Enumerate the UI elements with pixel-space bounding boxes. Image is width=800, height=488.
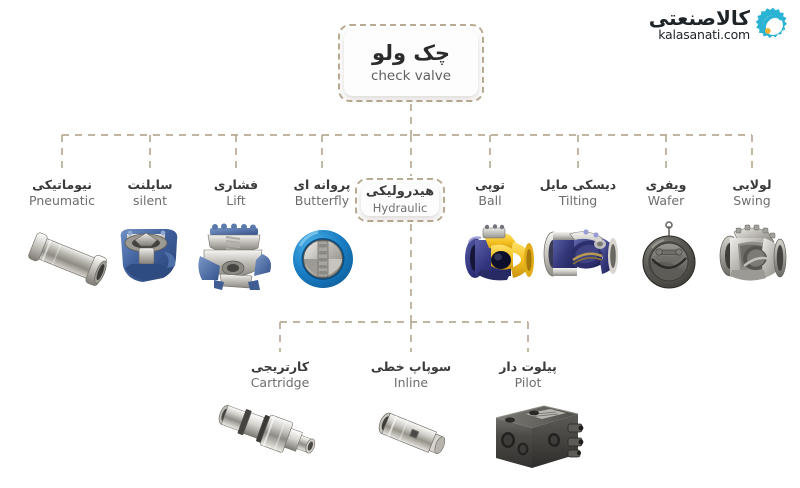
node-lift-label-fa: فشاری	[213, 177, 259, 192]
node-hydraulic-label-fa: هیدرولیکی	[365, 184, 435, 200]
node-wafer[interactable]: ویفری Wafer	[624, 177, 708, 209]
node-pneumatic-label-en: Pneumatic	[29, 193, 95, 209]
node-cartridge-label-en: Cartridge	[250, 375, 310, 391]
node-hydraulic[interactable]: هیدرولیکی Hydraulic	[355, 178, 445, 222]
inline-check-valve-image	[372, 408, 452, 460]
node-inline[interactable]: سوپاپ خطی Inline	[356, 359, 466, 391]
cartridge-check-valve-image	[210, 400, 328, 462]
pneumatic-check-valve-image	[22, 228, 114, 290]
node-ball-label-en: Ball	[478, 193, 502, 209]
node-lift-label-en: Lift	[226, 193, 246, 209]
root-label-fa: چک ولو	[371, 41, 451, 66]
node-cartridge[interactable]: کارتریجی Cartridge	[228, 359, 332, 391]
node-silent-label-fa: سایلنت	[127, 177, 173, 192]
node-silent-label-en: silent	[133, 193, 167, 209]
node-butterfly-label-en: Butterfly	[294, 193, 350, 209]
node-tilting-label-fa: دیسکی مایل	[539, 177, 617, 192]
node-butterfly-label-fa: پروانه ای	[293, 177, 351, 192]
pilot-operated-check-valve-image	[488, 400, 586, 476]
node-pilot-label-en: Pilot	[514, 375, 542, 391]
butterfly-check-valve-image	[288, 228, 358, 290]
node-inline-label-en: Inline	[393, 375, 429, 391]
swing-check-valve-image	[716, 222, 790, 290]
node-tilting[interactable]: دیسکی مایل Tilting	[524, 177, 632, 209]
node-lift[interactable]: فشاری Lift	[194, 177, 278, 209]
root-node-check-valve[interactable]: چک ولو check valve	[338, 24, 484, 102]
gear-wifi-logo-icon	[754, 6, 792, 44]
root-label-en: check valve	[370, 67, 452, 84]
brand-logo[interactable]: کالاصنعتی kalasanati.com	[649, 6, 792, 44]
wafer-check-valve-image	[638, 221, 700, 290]
node-pneumatic[interactable]: نیوماتیکی Pneumatic	[12, 177, 112, 209]
node-swing[interactable]: لولایی Swing	[710, 177, 794, 209]
node-pneumatic-label-fa: نیوماتیکی	[32, 177, 92, 192]
node-pilot[interactable]: پیلوت دار Pilot	[478, 359, 578, 391]
node-butterfly[interactable]: پروانه ای Butterfly	[276, 177, 368, 209]
lift-check-valve-image	[196, 222, 278, 294]
brand-name-fa: کالاصنعتی	[648, 6, 751, 31]
brand-name-en: kalasanati.com	[658, 27, 750, 43]
node-hydraulic-label-en: Hydraulic	[372, 200, 428, 215]
node-swing-label-fa: لولایی	[732, 177, 772, 192]
silent-check-valve-image	[113, 222, 187, 290]
node-pilot-label-fa: پیلوت دار	[499, 359, 557, 374]
node-wafer-label-fa: ویفری	[645, 177, 687, 192]
node-tilting-label-en: Tilting	[558, 193, 598, 209]
node-cartridge-label-fa: کارتریجی	[251, 359, 309, 374]
node-ball[interactable]: توپی Ball	[450, 177, 530, 209]
node-silent[interactable]: سایلنت silent	[104, 177, 196, 209]
node-ball-label-fa: توپی	[475, 177, 505, 192]
tilting-disc-check-valve-image	[540, 220, 620, 290]
ball-check-valve-image	[455, 220, 541, 290]
node-swing-label-en: Swing	[733, 193, 771, 209]
node-inline-label-fa: سوپاپ خطی	[370, 359, 452, 374]
node-wafer-label-en: Wafer	[647, 193, 685, 209]
